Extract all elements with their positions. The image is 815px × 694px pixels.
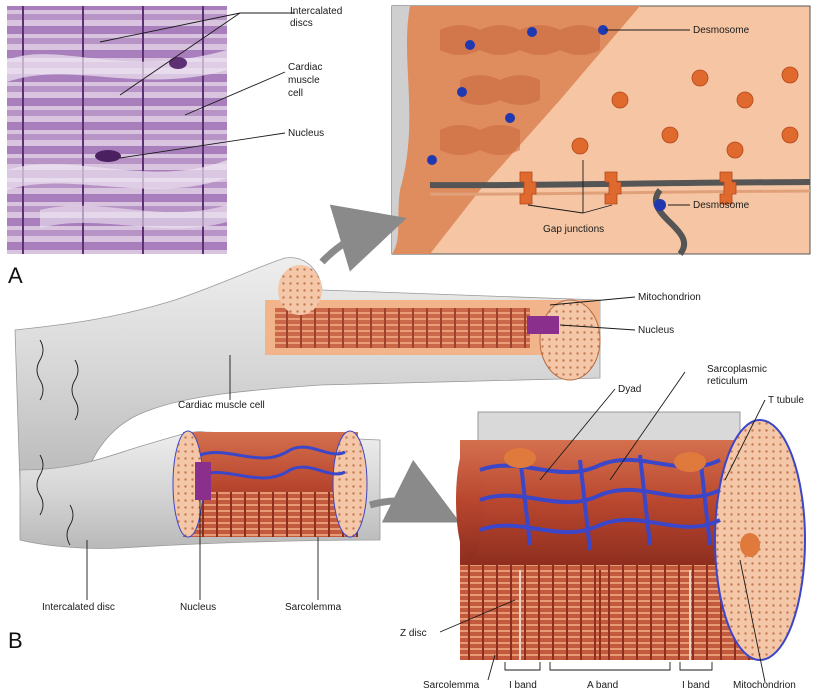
connexon bbox=[737, 92, 753, 108]
nucleus-shape bbox=[527, 316, 559, 334]
small-myofibril-bundle bbox=[173, 431, 367, 537]
connexon bbox=[782, 67, 798, 83]
label-gap-junctions: Gap junctions bbox=[543, 224, 604, 235]
connexon bbox=[612, 92, 628, 108]
label-intercalated-disc: Intercalated disc bbox=[42, 602, 115, 613]
desmosome-dot bbox=[527, 27, 537, 37]
connexon bbox=[662, 127, 678, 143]
nucleus-shape bbox=[195, 462, 211, 500]
label-desmosome-1: Desmosome bbox=[693, 25, 750, 36]
desmosome-dot bbox=[427, 155, 437, 165]
label-i-band-left: I band bbox=[509, 680, 537, 691]
label-intercalated-discs-1: Intercalated bbox=[290, 6, 342, 17]
label-a-band: A band bbox=[587, 680, 618, 691]
label-cardiac-muscle-cell-a-3: cell bbox=[288, 88, 303, 99]
zoom-arrow-top bbox=[322, 226, 380, 262]
label-nucleus-top: Nucleus bbox=[638, 325, 674, 336]
desmosome-dot bbox=[654, 199, 666, 211]
label-cardiac-muscle-cell-a-1: Cardiac bbox=[288, 62, 322, 73]
desmosome-dot bbox=[505, 113, 515, 123]
histology-micrograph bbox=[7, 6, 227, 254]
connexon bbox=[727, 142, 743, 158]
label-mitochondrion-bottom: Mitochondrion bbox=[733, 680, 796, 691]
nucleus-dot bbox=[169, 57, 187, 69]
junction-inset bbox=[392, 6, 810, 254]
label-sarcolemma-bottom: Sarcolemma bbox=[423, 680, 480, 691]
label-cardiac-muscle-cell-b: Cardiac muscle cell bbox=[178, 400, 265, 411]
label-nucleus-bottom: Nucleus bbox=[180, 602, 216, 613]
label-nucleus-a: Nucleus bbox=[288, 128, 324, 139]
label-i-band-right: I band bbox=[682, 680, 710, 691]
label-sarcolemma-mid: Sarcolemma bbox=[285, 602, 342, 613]
label-desmosome-2: Desmosome bbox=[693, 200, 750, 211]
label-t-tubule: T tubule bbox=[768, 395, 804, 406]
connexon bbox=[572, 138, 588, 154]
label-z-disc: Z disc bbox=[400, 628, 427, 639]
connexon bbox=[692, 70, 708, 86]
label-mitochondrion-top: Mitochondrion bbox=[638, 292, 701, 303]
connexon bbox=[782, 127, 798, 143]
panel-letter-b: B bbox=[8, 628, 23, 653]
label-sarcoplasmic-reticulum-2: reticulum bbox=[707, 376, 748, 387]
desmosome-dot bbox=[465, 40, 475, 50]
label-intercalated-discs-2: discs bbox=[290, 18, 313, 29]
label-dyad: Dyad bbox=[618, 384, 641, 395]
label-sarcoplasmic-reticulum-1: Sarcoplasmic bbox=[707, 364, 767, 375]
nucleus-dot bbox=[95, 150, 121, 162]
desmosome-dot bbox=[457, 87, 467, 97]
label-cardiac-muscle-cell-a-2: muscle bbox=[288, 75, 320, 86]
panel-letter-a: A bbox=[8, 263, 23, 288]
